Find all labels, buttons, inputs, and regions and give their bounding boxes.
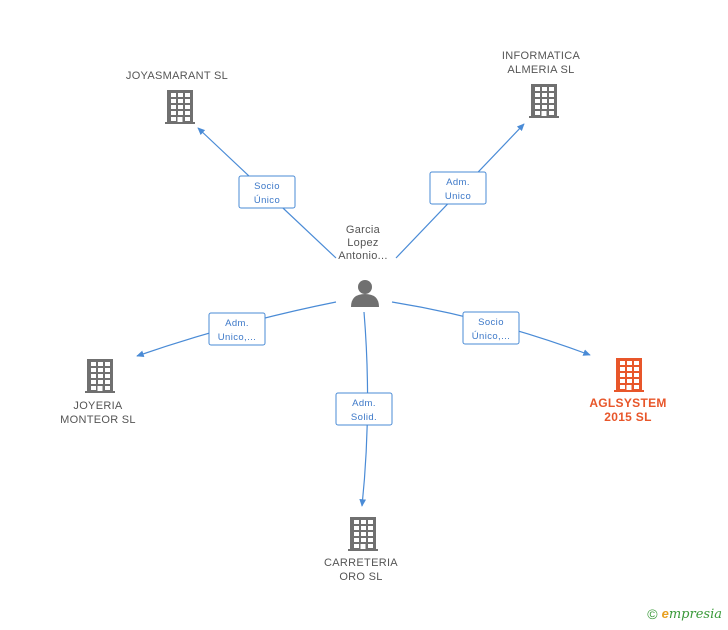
edge-label-joyeria[interactable]: Adm. Unico,... xyxy=(208,312,266,346)
edge-label-text-line: Adm. xyxy=(352,398,376,409)
company-name: JOYASMARANT SL xyxy=(126,70,228,82)
edge-label-text: Adm. Solid. xyxy=(351,398,377,423)
company-node-carreteria[interactable]: CARRETERIA ORO SL xyxy=(324,517,398,583)
company-node-joyasmarant[interactable]: JOYASMARANT SL xyxy=(126,70,228,124)
company-name-line: ALMERIA SL xyxy=(507,64,574,76)
person-name-line: Garcia xyxy=(346,224,381,236)
edge-label-carreteria[interactable]: Adm. Solid. xyxy=(335,392,393,426)
building-icon xyxy=(348,517,378,551)
company-name-line: AGLSYSTEM xyxy=(589,396,666,410)
person-icon xyxy=(351,280,379,307)
edge-label-text-line: Adm. xyxy=(225,318,249,329)
company-name: JOYERIA MONTEOR SL xyxy=(60,400,136,426)
edge-label-text: Adm. Unico xyxy=(445,177,471,202)
company-name-line: INFORMATICA xyxy=(502,50,581,62)
edge-label-text: Adm. Unico,... xyxy=(218,318,256,343)
copyright-symbol: © xyxy=(647,606,658,622)
edge-label-text-line: Unico,... xyxy=(218,332,256,343)
company-name-line: ORO SL xyxy=(339,571,382,583)
company-name-line: MONTEOR SL xyxy=(60,414,136,426)
building-icon xyxy=(165,90,195,124)
edge-label-informatica[interactable]: Adm. Unico xyxy=(429,171,487,205)
building-icon xyxy=(85,359,115,393)
company-node-informatica[interactable]: INFORMATICA ALMERIA SL xyxy=(502,50,581,118)
brand-logo[interactable]: empresia xyxy=(661,606,722,622)
company-name-line: JOYASMARANT SL xyxy=(126,70,228,82)
company-name: INFORMATICA ALMERIA SL xyxy=(502,50,581,76)
company-node-joyeria[interactable]: JOYERIA MONTEOR SL xyxy=(60,359,136,426)
person-name-line: Lopez xyxy=(347,237,378,249)
building-icon xyxy=(614,358,644,392)
edge-label-text-line: Socio xyxy=(478,317,504,328)
company-name-line: JOYERIA xyxy=(73,400,123,412)
edge-label-text-line: Único xyxy=(254,195,280,206)
edge-label-text-line: Unico xyxy=(445,191,471,202)
company-name-line: CARRETERIA xyxy=(324,557,398,569)
building-icon xyxy=(529,84,559,118)
person-name-line: Antonio... xyxy=(338,250,387,262)
edge-label-text-line: Único,... xyxy=(472,331,510,342)
footer-brand: © empresia xyxy=(647,606,722,622)
edge-label-text-line: Adm. xyxy=(446,177,470,188)
company-name: CARRETERIA ORO SL xyxy=(324,557,398,583)
edge-label-text-line: Solid. xyxy=(351,412,377,423)
edge-label-text-line: Socio xyxy=(254,181,280,192)
company-name-line: 2015 SL xyxy=(604,410,651,424)
